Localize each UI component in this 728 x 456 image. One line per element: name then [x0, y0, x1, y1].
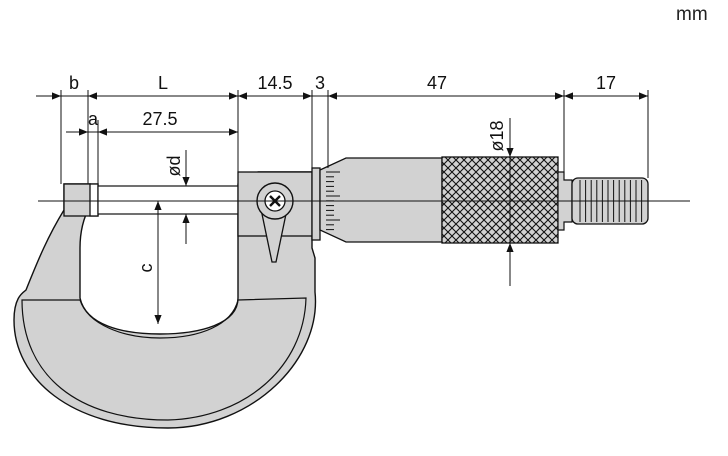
extension-lines [60, 90, 649, 186]
label-phi18: ø18 [487, 120, 507, 151]
label-phi-d: ød [164, 155, 184, 176]
label-L: L [158, 73, 168, 93]
spindle [97, 185, 239, 215]
label-b: b [69, 73, 79, 93]
label-c: c [136, 264, 156, 273]
unit-label: mm [676, 4, 708, 25]
sleeve-collar [311, 167, 321, 241]
label-27-5: 27.5 [142, 109, 177, 129]
frame-plate-outline [21, 297, 307, 421]
label-17: 17 [596, 73, 616, 93]
sleeve [311, 157, 443, 243]
label-3: 3 [315, 73, 325, 93]
anvil-tip [89, 183, 99, 217]
label-14-5: 14.5 [257, 73, 292, 93]
label-a: a [88, 109, 99, 129]
thimble-taper [319, 157, 443, 243]
anvil [63, 183, 99, 217]
label-47: 47 [427, 73, 447, 93]
thimble-knurl [441, 156, 559, 244]
